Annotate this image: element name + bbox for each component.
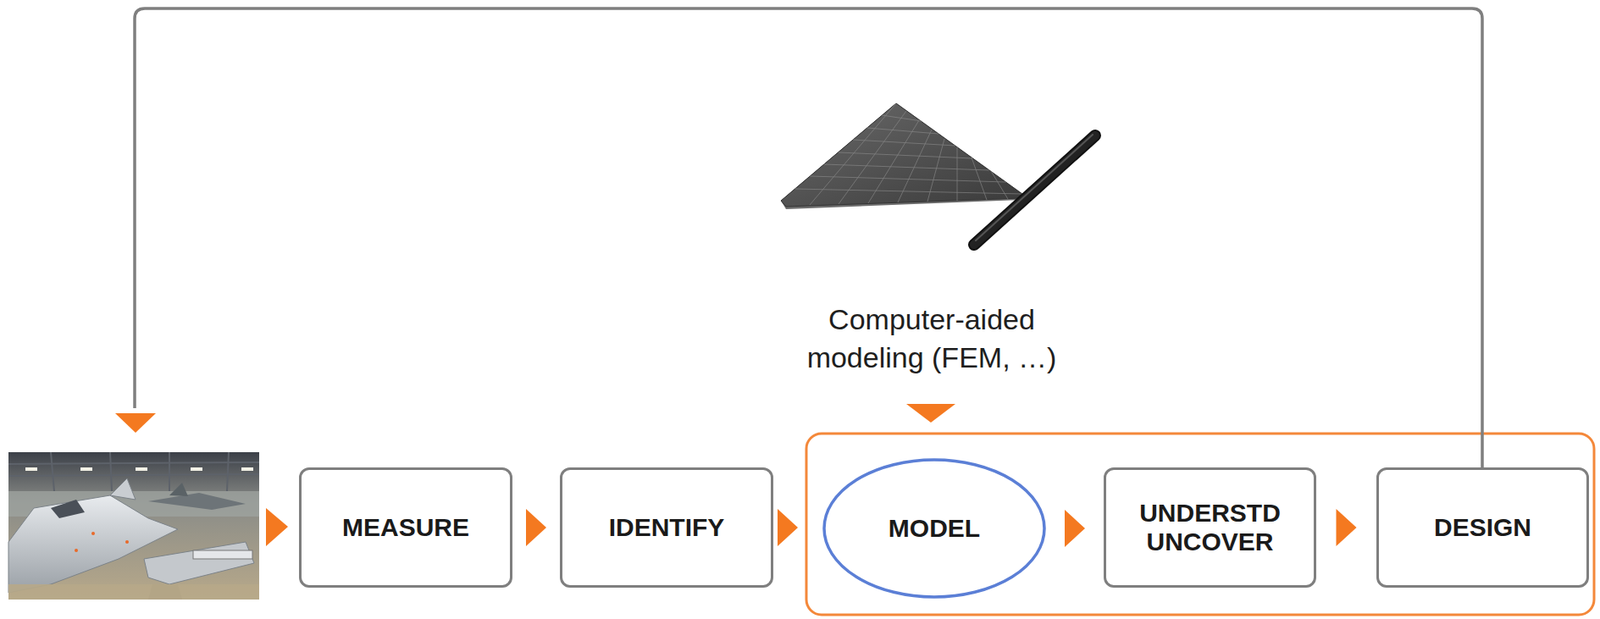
- node-label: MODEL: [888, 514, 980, 544]
- group-outline: [806, 433, 1595, 615]
- text-stack: UNDERSTD UNCOVER: [1120, 498, 1300, 558]
- annotation-text: Computer-aided modeling (FEM, …): [787, 300, 1076, 377]
- arrow-head: [115, 413, 156, 433]
- arrow-head: [906, 404, 956, 423]
- node-label: IDENTIFY: [608, 513, 726, 543]
- text-stack: MEASURE: [342, 513, 470, 543]
- flow-arrow: [525, 509, 547, 547]
- node-label: UNDERSTD UNCOVER: [1120, 498, 1300, 558]
- text-stack: MODEL: [888, 514, 980, 544]
- process-box: MEASURE: [298, 467, 513, 588]
- text-stack: DESIGN: [1433, 513, 1532, 543]
- flow-arrow: [1064, 509, 1086, 548]
- wing-model: [780, 103, 1096, 245]
- text-stack: IDENTIFY: [608, 513, 726, 543]
- feedback-line: [134, 8, 1483, 468]
- process-box: DESIGN: [1376, 467, 1589, 588]
- process-box: UNDERSTD UNCOVER: [1103, 467, 1317, 588]
- node-label: MEASURE: [342, 513, 470, 543]
- flow-arrow: [777, 509, 798, 547]
- node-label: DESIGN: [1433, 513, 1532, 543]
- flow-arrow: [1336, 509, 1357, 547]
- process-box: IDENTIFY: [559, 467, 774, 588]
- arrow-head: [265, 508, 288, 547]
- aircraft-photo: [8, 452, 260, 600]
- process-ellipse: MODEL: [822, 458, 1047, 599]
